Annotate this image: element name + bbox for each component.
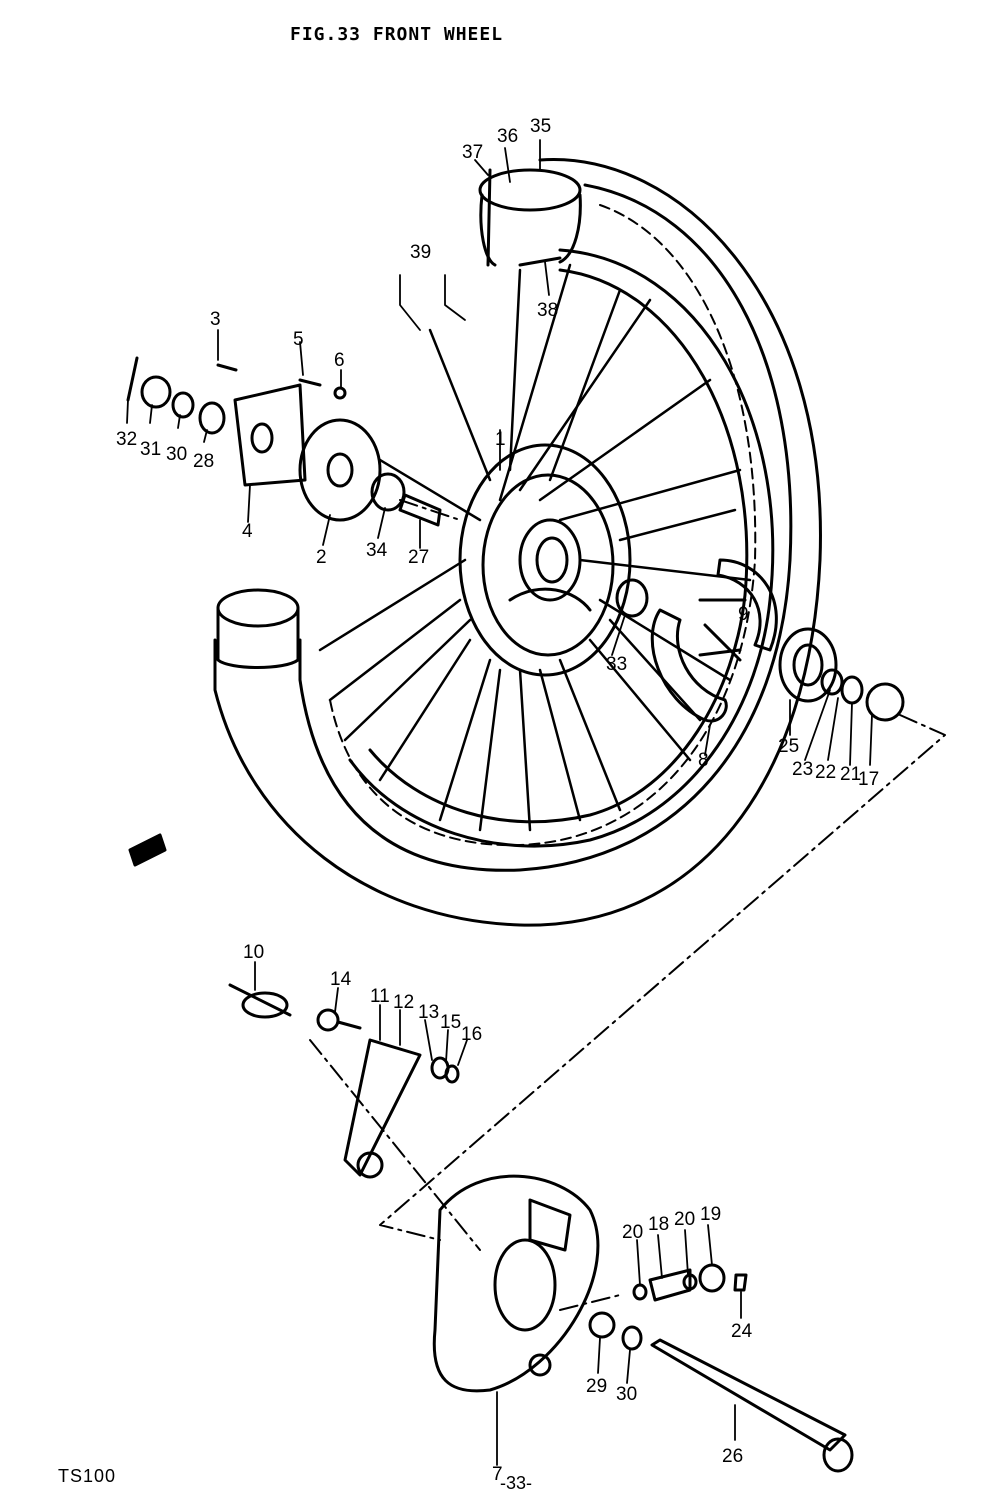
reference-lines [309, 499, 946, 1311]
callout: 1 [495, 429, 506, 450]
left-side-parts [126, 356, 442, 527]
callout: 28 [193, 451, 214, 472]
callout: 22 [815, 762, 836, 783]
model-label: TS100 [58, 1466, 117, 1486]
callout: 32 [116, 429, 137, 450]
callout: 10 [243, 942, 264, 963]
callout: 20 [622, 1222, 643, 1243]
rim [348, 248, 775, 848]
callout: 2 [316, 547, 327, 568]
tire [213, 158, 822, 927]
callout: 14 [330, 969, 352, 990]
callout: 9 [738, 604, 749, 625]
callout: 34 [366, 540, 388, 561]
tube [216, 168, 582, 669]
callout: 5 [293, 329, 304, 350]
callout: 15 [440, 1012, 461, 1033]
callout: 29 [586, 1376, 607, 1397]
direction-arrow [128, 833, 167, 867]
callout: 27 [408, 547, 429, 568]
callout: 16 [461, 1024, 482, 1045]
callout: 30 [166, 444, 187, 465]
callout-labels: 1 2 3 4 5 6 7 8 9 10 11 12 13 14 15 16 1… [116, 116, 879, 1485]
callout: 26 [722, 1446, 743, 1467]
figure-title: FIG.33 FRONT WHEEL [290, 24, 504, 45]
callout: 36 [497, 126, 518, 147]
callout: 20 [674, 1209, 695, 1230]
callout: 23 [792, 759, 813, 780]
page-number: -33- [500, 1473, 533, 1493]
callout: 6 [334, 350, 345, 371]
callout: 12 [393, 992, 414, 1013]
callout: 17 [858, 769, 879, 790]
callout: 11 [370, 986, 390, 1007]
brake-shoes [650, 558, 778, 723]
callout: 8 [698, 750, 709, 771]
callout: 30 [616, 1384, 637, 1405]
callout: 33 [606, 654, 627, 675]
callout: 21 [840, 764, 861, 785]
callout: 31 [140, 439, 161, 460]
hub [458, 443, 632, 677]
callout: 7 [492, 1464, 503, 1485]
callout: 4 [242, 521, 253, 542]
callout: 24 [731, 1321, 753, 1342]
callout: 39 [410, 242, 431, 263]
callout: 3 [210, 309, 221, 330]
callout: 38 [537, 300, 558, 321]
seal-and-nut [778, 627, 905, 722]
callout: 18 [648, 1214, 669, 1235]
brake-panel [228, 983, 854, 1473]
callout: 37 [462, 142, 483, 163]
callout: 19 [700, 1204, 721, 1225]
callout: 25 [778, 736, 799, 757]
leader-lines [126, 139, 873, 1466]
callout: 13 [418, 1002, 439, 1023]
bearing-33 [615, 578, 649, 618]
callout: 35 [530, 116, 551, 137]
